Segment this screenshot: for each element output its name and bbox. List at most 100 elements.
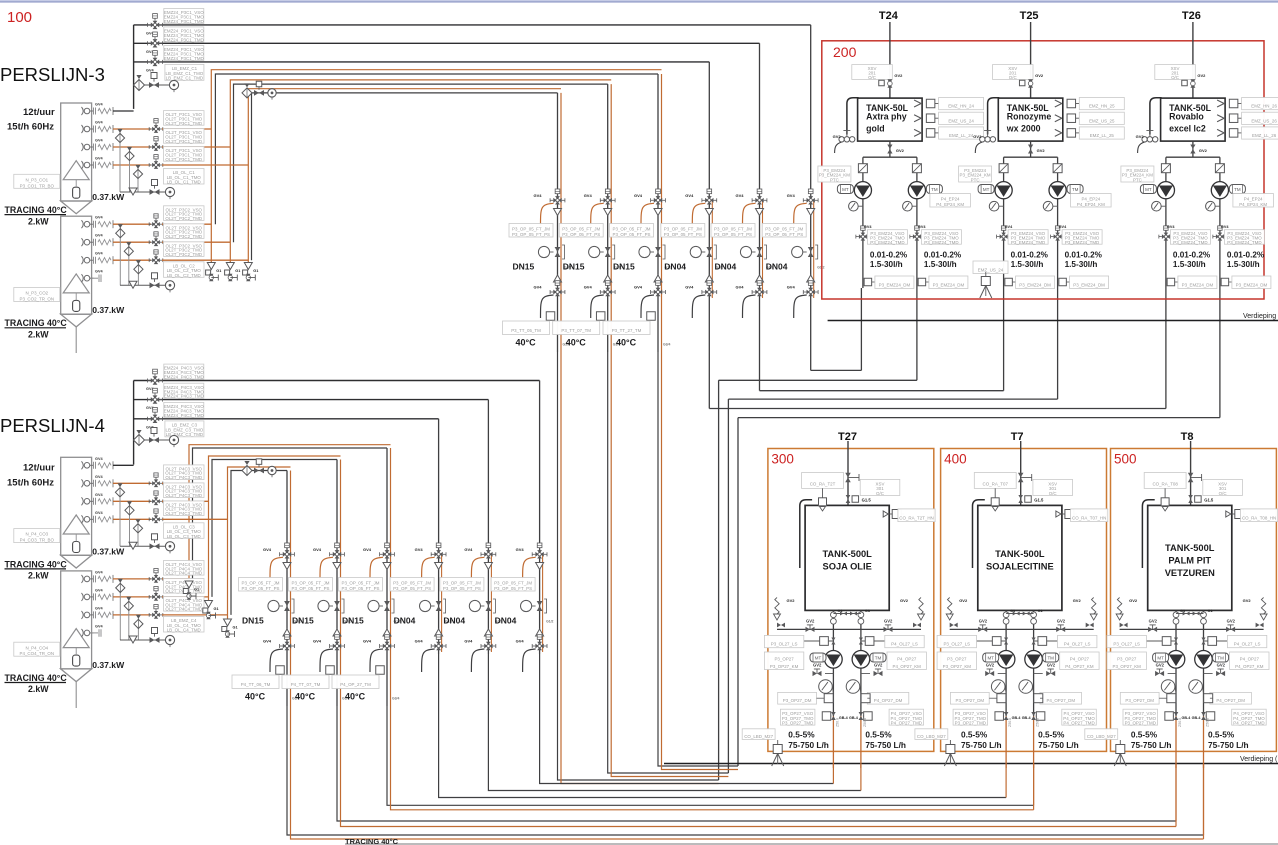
svg-text:T25: T25 xyxy=(1020,10,1039,22)
svg-text:EMZ24_P4C3_VSO: EMZ24_P4C3_VSO xyxy=(164,404,204,409)
svg-text:LB_OL_C4_TMD: LB_OL_C4_TMD xyxy=(167,627,201,632)
svg-text:0.5-5%: 0.5-5% xyxy=(788,730,815,740)
svg-text:G3/4: G3/4 xyxy=(342,697,349,701)
svg-text:Ronozyme: Ronozyme xyxy=(1007,112,1052,122)
svg-text:OL2T_P4C3_VSO: OL2T_P4C3_VSO xyxy=(165,502,202,507)
svg-text:P3_TT_05_TM: P3_TT_05_TM xyxy=(511,328,541,333)
svg-text:0.5-5%: 0.5-5% xyxy=(961,730,988,740)
svg-text:LB_EMZ_C1_TMO: LB_EMZ_C1_TMO xyxy=(166,71,204,76)
svg-text:P3_EMZ24_TMD: P3_EMZ24_TMD xyxy=(1227,240,1261,245)
svg-text:GV4: GV4 xyxy=(1059,225,1067,229)
svg-text:PTC: PTC xyxy=(971,177,981,182)
svg-text:P3_OP_05_FT_JM: P3_OP_05_FT_JM xyxy=(242,580,280,585)
svg-text:P3_OL27_LS: P3_OL27_LS xyxy=(1113,642,1140,647)
svg-text:GV2: GV2 xyxy=(874,663,883,668)
svg-text:DN04: DN04 xyxy=(664,262,686,272)
svg-text:0.01-0.2%: 0.01-0.2% xyxy=(1227,251,1265,260)
svg-text:Z50.8: Z50.8 xyxy=(1206,718,1210,727)
svg-text:GV4: GV4 xyxy=(146,406,154,410)
svg-text:LB_OL_C3: LB_OL_C3 xyxy=(173,525,195,530)
svg-text:Z50.8: Z50.8 xyxy=(1036,718,1040,727)
svg-text:OL2T_P3C1_TMO: OL2T_P3C1_TMO xyxy=(165,116,203,121)
svg-text:P3_EMZ24_TMO: P3_EMZ24_TMO xyxy=(924,235,959,240)
svg-text:P3_EMZ24_DM: P3_EMZ24_DM xyxy=(879,282,911,287)
svg-text:15t/h 60Hz: 15t/h 60Hz xyxy=(7,122,54,133)
svg-text:G3/4: G3/4 xyxy=(392,697,399,701)
svg-text:GV4: GV4 xyxy=(95,252,103,256)
svg-text:TRACING 40°C: TRACING 40°C xyxy=(5,559,68,569)
svg-text:P4_OP27_KM: P4_OP27_KM xyxy=(1065,664,1094,669)
svg-text:GV4: GV4 xyxy=(95,475,103,479)
svg-text:OL2T_P3C1_TMD: OL2T_P3C1_TMD xyxy=(165,157,202,162)
svg-text:GV2: GV2 xyxy=(986,663,995,668)
svg-text:12t/uur: 12t/uur xyxy=(23,463,55,474)
svg-text:P4_OP27_TMD: P4_OP27_TMD xyxy=(1063,721,1094,726)
svg-text:G1: G1 xyxy=(214,607,219,611)
svg-text:OL2T_P3C2_TMD: OL2T_P3C2_TMD xyxy=(165,252,202,257)
svg-text:0.5-5%: 0.5-5% xyxy=(1131,730,1158,740)
svg-text:EMZ_US_24: EMZ_US_24 xyxy=(948,118,974,123)
svg-text:CO_LBD_M27: CO_LBD_M27 xyxy=(1087,734,1116,739)
svg-text:TRACING 40°C: TRACING 40°C xyxy=(5,318,68,328)
svg-text:CO_RA_T2T_HN: CO_RA_T2T_HN xyxy=(899,515,934,520)
svg-text:CO_RA_T07: CO_RA_T07 xyxy=(983,481,1009,486)
svg-text:P3_EMZ24_VSO: P3_EMZ24_VSO xyxy=(1011,231,1046,236)
svg-text:GB-4: GB-4 xyxy=(1022,716,1032,720)
svg-text:P3_EMZ24_TMO: P3_EMZ24_TMO xyxy=(870,235,905,240)
svg-text:G1: G1 xyxy=(1010,609,1015,613)
svg-text:TANK-50L: TANK-50L xyxy=(1169,103,1211,113)
svg-text:GV2: GV2 xyxy=(1199,148,1208,153)
svg-text:GV4: GV4 xyxy=(516,547,525,552)
svg-text:GV2: GV2 xyxy=(894,73,903,78)
svg-text:SOJALECITINE: SOJALECITINE xyxy=(986,562,1054,572)
svg-text:75-750 L/h: 75-750 L/h xyxy=(788,740,829,750)
svg-text:OL2T_P4C3_TMO: OL2T_P4C3_TMO xyxy=(165,507,203,512)
svg-text:EMZ_US_26: EMZ_US_26 xyxy=(1251,118,1277,123)
svg-text:P3_EMZ24_TMO: P3_EMZ24_TMO xyxy=(1011,235,1046,240)
svg-text:OL2T_P4C4_TMO: OL2T_P4C4_TMO xyxy=(165,584,203,589)
svg-text:G1: G1 xyxy=(837,609,842,613)
svg-text:P3_OP_05_FT_PS: P3_OP_05_FT_PS xyxy=(342,586,380,591)
svg-text:TM: TM xyxy=(1047,656,1054,661)
svg-text:40°C: 40°C xyxy=(516,338,537,348)
svg-text:OL2T_P4C4_TMD: OL2T_P4C4_TMD xyxy=(165,571,202,576)
svg-text:excel lc2: excel lc2 xyxy=(1169,124,1206,134)
svg-text:GV2: GV2 xyxy=(1037,148,1046,153)
svg-text:P3_OP_05_FT_JM: P3_OP_05_FT_JM xyxy=(714,226,752,231)
svg-text:EMZ_US_24: EMZ_US_24 xyxy=(978,267,1004,272)
svg-text:EMZ24_P3C1_TMO: EMZ24_P3C1_TMO xyxy=(164,52,205,57)
svg-text:P4_TT_07_TM: P4_TT_07_TM xyxy=(291,682,321,687)
svg-text:LB_OL_C1: LB_OL_C1 xyxy=(173,170,195,175)
svg-text:OL2T_P3C2_TMD: OL2T_P3C2_TMD xyxy=(165,234,202,239)
svg-text:GV2: GV2 xyxy=(1197,73,1206,78)
svg-text:GV4: GV4 xyxy=(95,234,103,238)
svg-text:EMZ24_P4C3_TMO: EMZ24_P4C3_TMO xyxy=(164,408,205,413)
svg-text:P3_OP27_TMD: P3_OP27_TMD xyxy=(955,721,986,726)
svg-text:EMZ24_P4C3_TMD: EMZ24_P4C3_TMD xyxy=(164,375,204,380)
svg-text:GB-4: GB-4 xyxy=(1182,716,1192,720)
svg-text:GB-4: GB-4 xyxy=(1192,716,1202,720)
svg-text:P3_EMZ24_TMO: P3_EMZ24_TMO xyxy=(1227,235,1262,240)
svg-text:G1/2: G1/2 xyxy=(766,266,773,270)
svg-text:P3_OP27_VSO: P3_OP27_VSO xyxy=(955,711,987,716)
svg-text:P3_EMZ24_TMD: P3_EMZ24_TMD xyxy=(1173,240,1207,245)
svg-text:P3_OP27: P3_OP27 xyxy=(1117,657,1137,662)
svg-text:P4_OP27_KM: P4_OP27_KM xyxy=(1235,664,1264,669)
svg-text:12t/uur: 12t/uur xyxy=(23,107,55,118)
svg-text:GV4: GV4 xyxy=(313,639,322,644)
svg-text:GV4: GV4 xyxy=(736,285,745,290)
svg-text:OL2T_P3C2_VSO: OL2T_P3C2_VSO xyxy=(165,243,202,248)
svg-text:GV4: GV4 xyxy=(263,547,272,552)
svg-text:OL2T_P3C1_TMD: OL2T_P3C1_TMD xyxy=(165,139,202,144)
svg-text:P4_OP27_TMO: P4_OP27_TMO xyxy=(1063,716,1095,721)
svg-text:GV4: GV4 xyxy=(263,639,272,644)
svg-text:P3_OL27_LS: P3_OL27_LS xyxy=(943,642,970,647)
svg-text:40°C: 40°C xyxy=(295,692,316,702)
svg-text:0.01-0.2%: 0.01-0.2% xyxy=(1065,251,1103,260)
svg-text:P3_EMZ24_TMO: P3_EMZ24_TMO xyxy=(1065,235,1100,240)
svg-text:O/C: O/C xyxy=(868,75,877,80)
svg-text:P3_EMZ24_TMD: P3_EMZ24_TMD xyxy=(924,240,958,245)
svg-text:LB_EMZ_C1_TMD: LB_EMZ_C1_TMD xyxy=(166,76,203,81)
svg-text:P4_CO3_TR_BO: P4_CO3_TR_BO xyxy=(20,538,55,543)
svg-text:2.kW: 2.kW xyxy=(28,684,49,694)
